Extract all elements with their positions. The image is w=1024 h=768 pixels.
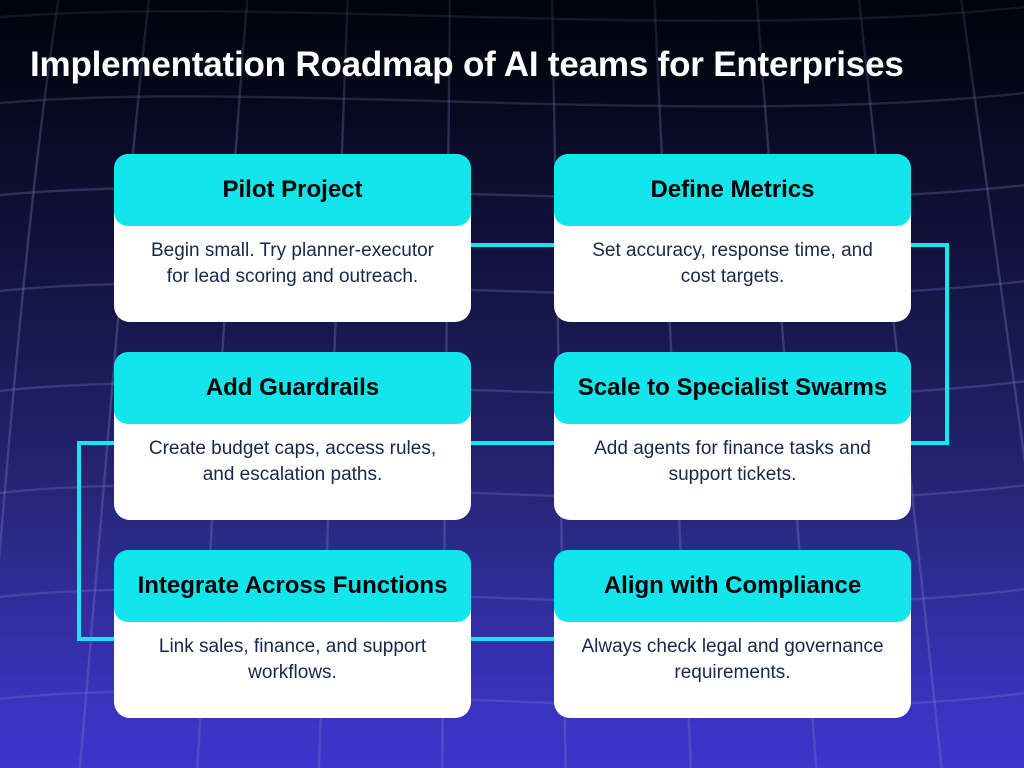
card-header: Align with Compliance: [554, 550, 911, 622]
connector-guardrails-left-out: [77, 441, 121, 445]
connector-left-bracket-vertical: [77, 441, 81, 641]
card-description: Set accuracy, response time, and cost ta…: [592, 240, 873, 287]
card-heading: Pilot Project: [222, 176, 363, 203]
card-header: Pilot Project: [114, 154, 471, 226]
connector-integrate-to-compliance: [469, 637, 557, 641]
card-body: Set accuracy, response time, and cost ta…: [554, 212, 911, 322]
connector-right-bracket-into-swarms: [905, 441, 949, 445]
card-heading: Integrate Across Functions: [137, 572, 448, 599]
card-add-guardrails[interactable]: Add Guardrails Create budget caps, acces…: [114, 352, 471, 520]
card-heading: Scale to Specialist Swarms: [577, 374, 888, 401]
card-description: Always check legal and governance requir…: [581, 636, 884, 683]
card-scale-to-specialist-swarms[interactable]: Scale to Specialist Swarms Add agents fo…: [554, 352, 911, 520]
card-align-with-compliance[interactable]: Align with Compliance Always check legal…: [554, 550, 911, 718]
card-description: Add agents for finance tasks and support…: [594, 438, 871, 485]
card-body: Link sales, finance, and support workflo…: [114, 608, 471, 718]
connector-swarms-to-guardrails: [469, 441, 557, 445]
card-heading: Define Metrics: [650, 176, 815, 203]
connector-metrics-right-out: [905, 243, 949, 247]
card-heading: Align with Compliance: [603, 572, 862, 599]
card-header: Define Metrics: [554, 154, 911, 226]
card-body: Add agents for finance tasks and support…: [554, 410, 911, 520]
card-header: Integrate Across Functions: [114, 550, 471, 622]
connector-left-bracket-into-integrate: [77, 637, 121, 641]
page-title: Implementation Roadmap of AI teams for E…: [30, 45, 904, 84]
card-integrate-across-functions[interactable]: Integrate Across Functions Link sales, f…: [114, 550, 471, 718]
card-body: Begin small. Try planner-executor for le…: [114, 212, 471, 322]
connector-right-bracket-vertical: [945, 243, 949, 445]
card-description: Create budget caps, access rules, and es…: [148, 438, 437, 485]
card-heading: Add Guardrails: [205, 374, 380, 401]
card-description: Begin small. Try planner-executor for le…: [150, 240, 434, 287]
card-define-metrics[interactable]: Define Metrics Set accuracy, response ti…: [554, 154, 911, 322]
connector-pilot-to-metrics: [469, 243, 557, 247]
card-description: Link sales, finance, and support workflo…: [158, 636, 427, 683]
card-body: Create budget caps, access rules, and es…: [114, 410, 471, 520]
card-header: Add Guardrails: [114, 352, 471, 424]
card-body: Always check legal and governance requir…: [554, 608, 911, 718]
card-pilot-project[interactable]: Pilot Project Begin small. Try planner-e…: [114, 154, 471, 322]
card-header: Scale to Specialist Swarms: [554, 352, 911, 424]
